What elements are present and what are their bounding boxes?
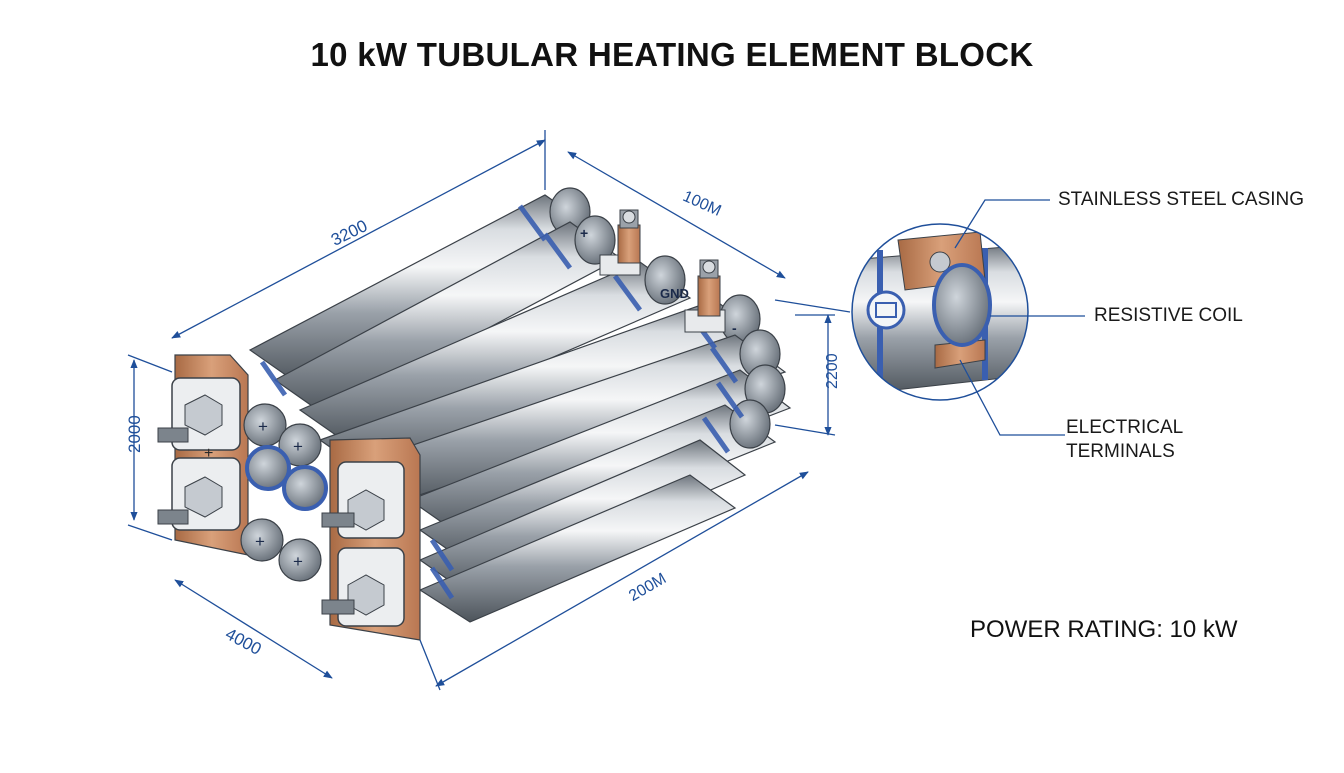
svg-text:+: +	[293, 552, 303, 571]
tube-label-gnd: GND	[660, 286, 689, 301]
svg-text:+: +	[255, 532, 265, 551]
tube-label-minus: -	[732, 320, 737, 336]
svg-text:+: +	[258, 417, 268, 436]
callout-terminals: ELECTRICAL TERMINALS	[1066, 416, 1183, 464]
front-end-plate	[321, 437, 421, 641]
page-title: 10 kW TUBULAR HEATING ELEMENT BLOCK	[310, 36, 1034, 73]
top-terminal-2	[684, 259, 726, 333]
zoom-detail	[851, 223, 1029, 401]
tube-label-plus: +	[580, 225, 588, 241]
svg-text:+: +	[293, 437, 303, 456]
callout-leaders	[954, 199, 1085, 436]
dim-top-depth: 100M	[680, 188, 723, 220]
callout-casing: STAINLESS STEEL CASING	[1058, 189, 1305, 210]
callout-terminals-line2: TERMINALS	[1066, 441, 1175, 462]
callout-coil: RESISTIVE COIL	[1094, 305, 1243, 326]
dim-top-length: 3200	[328, 216, 370, 250]
power-rating: POWER RATING: 10 kW	[970, 616, 1238, 643]
dim-right-height: 2200	[824, 353, 841, 389]
left-end-plate: +	[157, 354, 249, 556]
dim-bottom-length: 200M	[626, 570, 669, 605]
dim-bottom-depth: 4000	[222, 624, 264, 659]
dimension-lines	[127, 130, 851, 691]
dim-left-height: 2000	[125, 415, 144, 453]
svg-text:+: +	[204, 445, 213, 462]
end-caps: + + + +	[240, 403, 328, 582]
callout-terminals-line1: ELECTRICAL	[1066, 417, 1184, 438]
